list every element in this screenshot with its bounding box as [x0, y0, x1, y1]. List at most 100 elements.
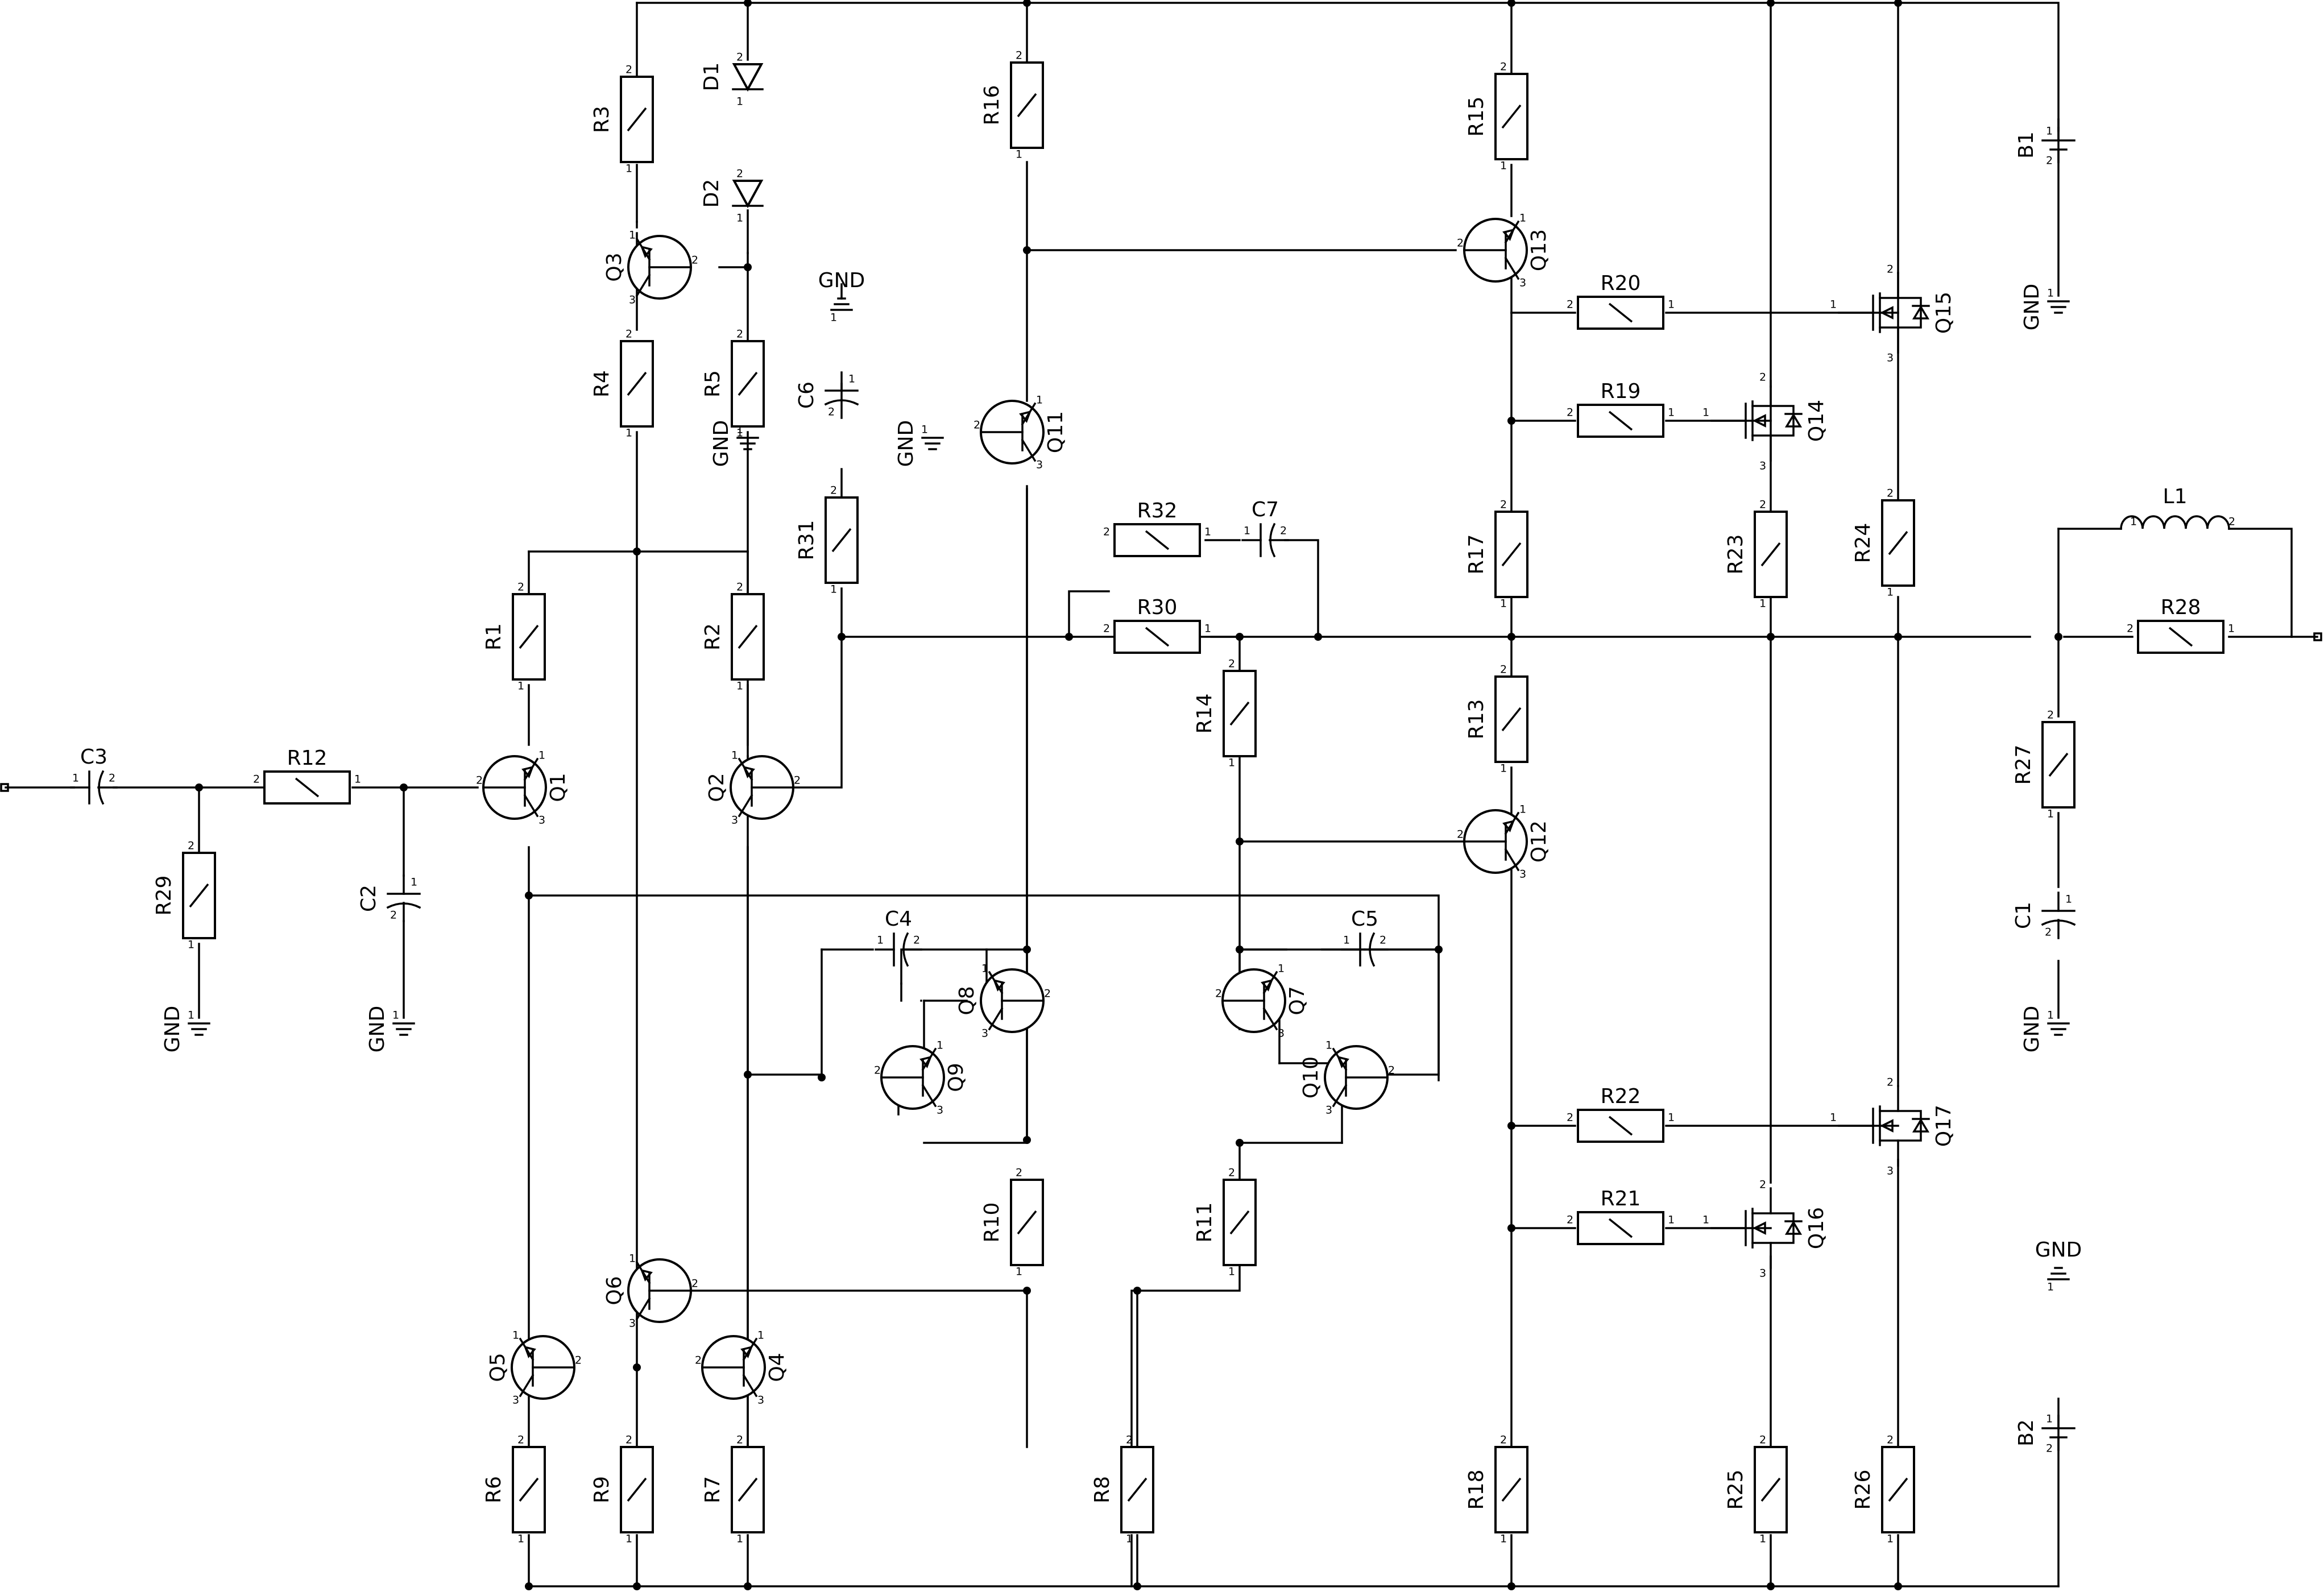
- resistor-label: R25: [1724, 1470, 1747, 1510]
- gnd-label: GND: [894, 420, 918, 467]
- pin-number: 1: [830, 312, 837, 324]
- wire: [2228, 528, 2293, 638]
- pin-number: 1: [1204, 623, 1211, 635]
- transistor-label: Q4: [765, 1353, 789, 1382]
- junction-dot: [1507, 633, 1515, 641]
- pin-number: 1: [1228, 757, 1235, 769]
- output-terminal: [2313, 632, 2322, 641]
- resistor-label: R3: [590, 106, 614, 133]
- junction-dot: [1023, 0, 1031, 7]
- pin-number: 1: [625, 163, 632, 175]
- junction-dot: [1507, 1122, 1515, 1130]
- mosfet-label: Q16: [1805, 1207, 1828, 1249]
- pin-number: 1: [2046, 125, 2053, 138]
- pin-number: 1: [1668, 407, 1675, 419]
- junction-dot: [1507, 1224, 1515, 1232]
- pin-number: 3: [1887, 1165, 1894, 1178]
- junction-dot: [1023, 246, 1031, 254]
- junction-dot: [1507, 0, 1515, 7]
- resistor-label: R8: [1091, 1476, 1114, 1503]
- junction-dot: [1065, 633, 1073, 641]
- resistor-label: R21: [1601, 1187, 1641, 1210]
- pin-number: 1: [1500, 598, 1507, 610]
- capacitor-label: C6: [795, 382, 818, 409]
- transistor-label: Q1: [546, 773, 570, 802]
- pin-number: 1: [2047, 1281, 2054, 1294]
- junction-dot: [400, 783, 408, 791]
- junction-dot: [1767, 1582, 1775, 1590]
- diode-label: D2: [700, 179, 723, 208]
- pin-number: 2: [874, 1064, 881, 1077]
- junction-dot: [633, 548, 641, 555]
- pin-number: 1: [2228, 623, 2235, 635]
- mosfet-label: Q14: [1805, 400, 1828, 442]
- pin-number: 2: [476, 774, 483, 787]
- pin-number: 1: [1016, 148, 1022, 161]
- pin-number: 1: [1759, 1533, 1766, 1545]
- resistor-label: R14: [1193, 694, 1216, 734]
- capacitor-label: C4: [885, 907, 912, 931]
- pin-number: 1: [1702, 407, 1709, 419]
- gnd-label: GND: [161, 1006, 184, 1053]
- pin-number: 1: [1668, 1214, 1675, 1226]
- pin-number: 3: [1759, 460, 1766, 472]
- pin-number: 2: [1103, 623, 1110, 635]
- wire: [772, 636, 843, 789]
- resistor-label: R26: [1851, 1470, 1875, 1510]
- resistor-label: R2: [701, 623, 724, 650]
- capacitor-label: C3: [80, 745, 107, 769]
- pin-number: 1: [2065, 893, 2072, 906]
- pin-number: 2: [1228, 1167, 1235, 1179]
- junction-dot: [1236, 633, 1244, 641]
- junction-dot: [1133, 1582, 1141, 1590]
- junction-dot: [1023, 946, 1031, 953]
- pin-number: 2: [2045, 926, 2052, 939]
- transistor-label: Q3: [603, 252, 626, 281]
- capacitor-label: C5: [1351, 907, 1378, 931]
- resistor-label: R15: [1465, 97, 1488, 137]
- pin-number: 2: [1567, 298, 1573, 311]
- pin-number: 2: [691, 254, 698, 267]
- pin-number: 2: [736, 1434, 743, 1446]
- pin-number: 3: [731, 814, 738, 827]
- pin-number: 2: [2046, 1442, 2053, 1455]
- resistor-label: R20: [1601, 272, 1641, 295]
- resistor-label: R19: [1601, 380, 1641, 403]
- transistor-label: Q10: [1299, 1056, 1323, 1098]
- transistor-label: Q11: [1044, 411, 1067, 453]
- wire: [670, 1290, 1028, 1309]
- wire: [528, 894, 1440, 1076]
- resistor-label: R10: [980, 1203, 1004, 1243]
- junction-dot: [744, 1582, 752, 1590]
- junction-dot: [1507, 417, 1515, 425]
- pin-number: 2: [625, 328, 632, 341]
- components: R321R421R521R121R221R3121R1621R1521R1721…: [0, 49, 2322, 1545]
- resistor-label: R12: [287, 747, 328, 770]
- pin-number: 2: [1500, 1434, 1507, 1446]
- pin-number: 2: [830, 484, 837, 497]
- pin-number: 2: [1103, 526, 1110, 538]
- pin-number: 2: [1887, 1076, 1894, 1089]
- pin-number: 2: [1388, 1064, 1395, 1077]
- pin-number: 1: [736, 427, 743, 440]
- pin-number: 3: [538, 814, 545, 827]
- transistor-label: Q13: [1527, 229, 1551, 271]
